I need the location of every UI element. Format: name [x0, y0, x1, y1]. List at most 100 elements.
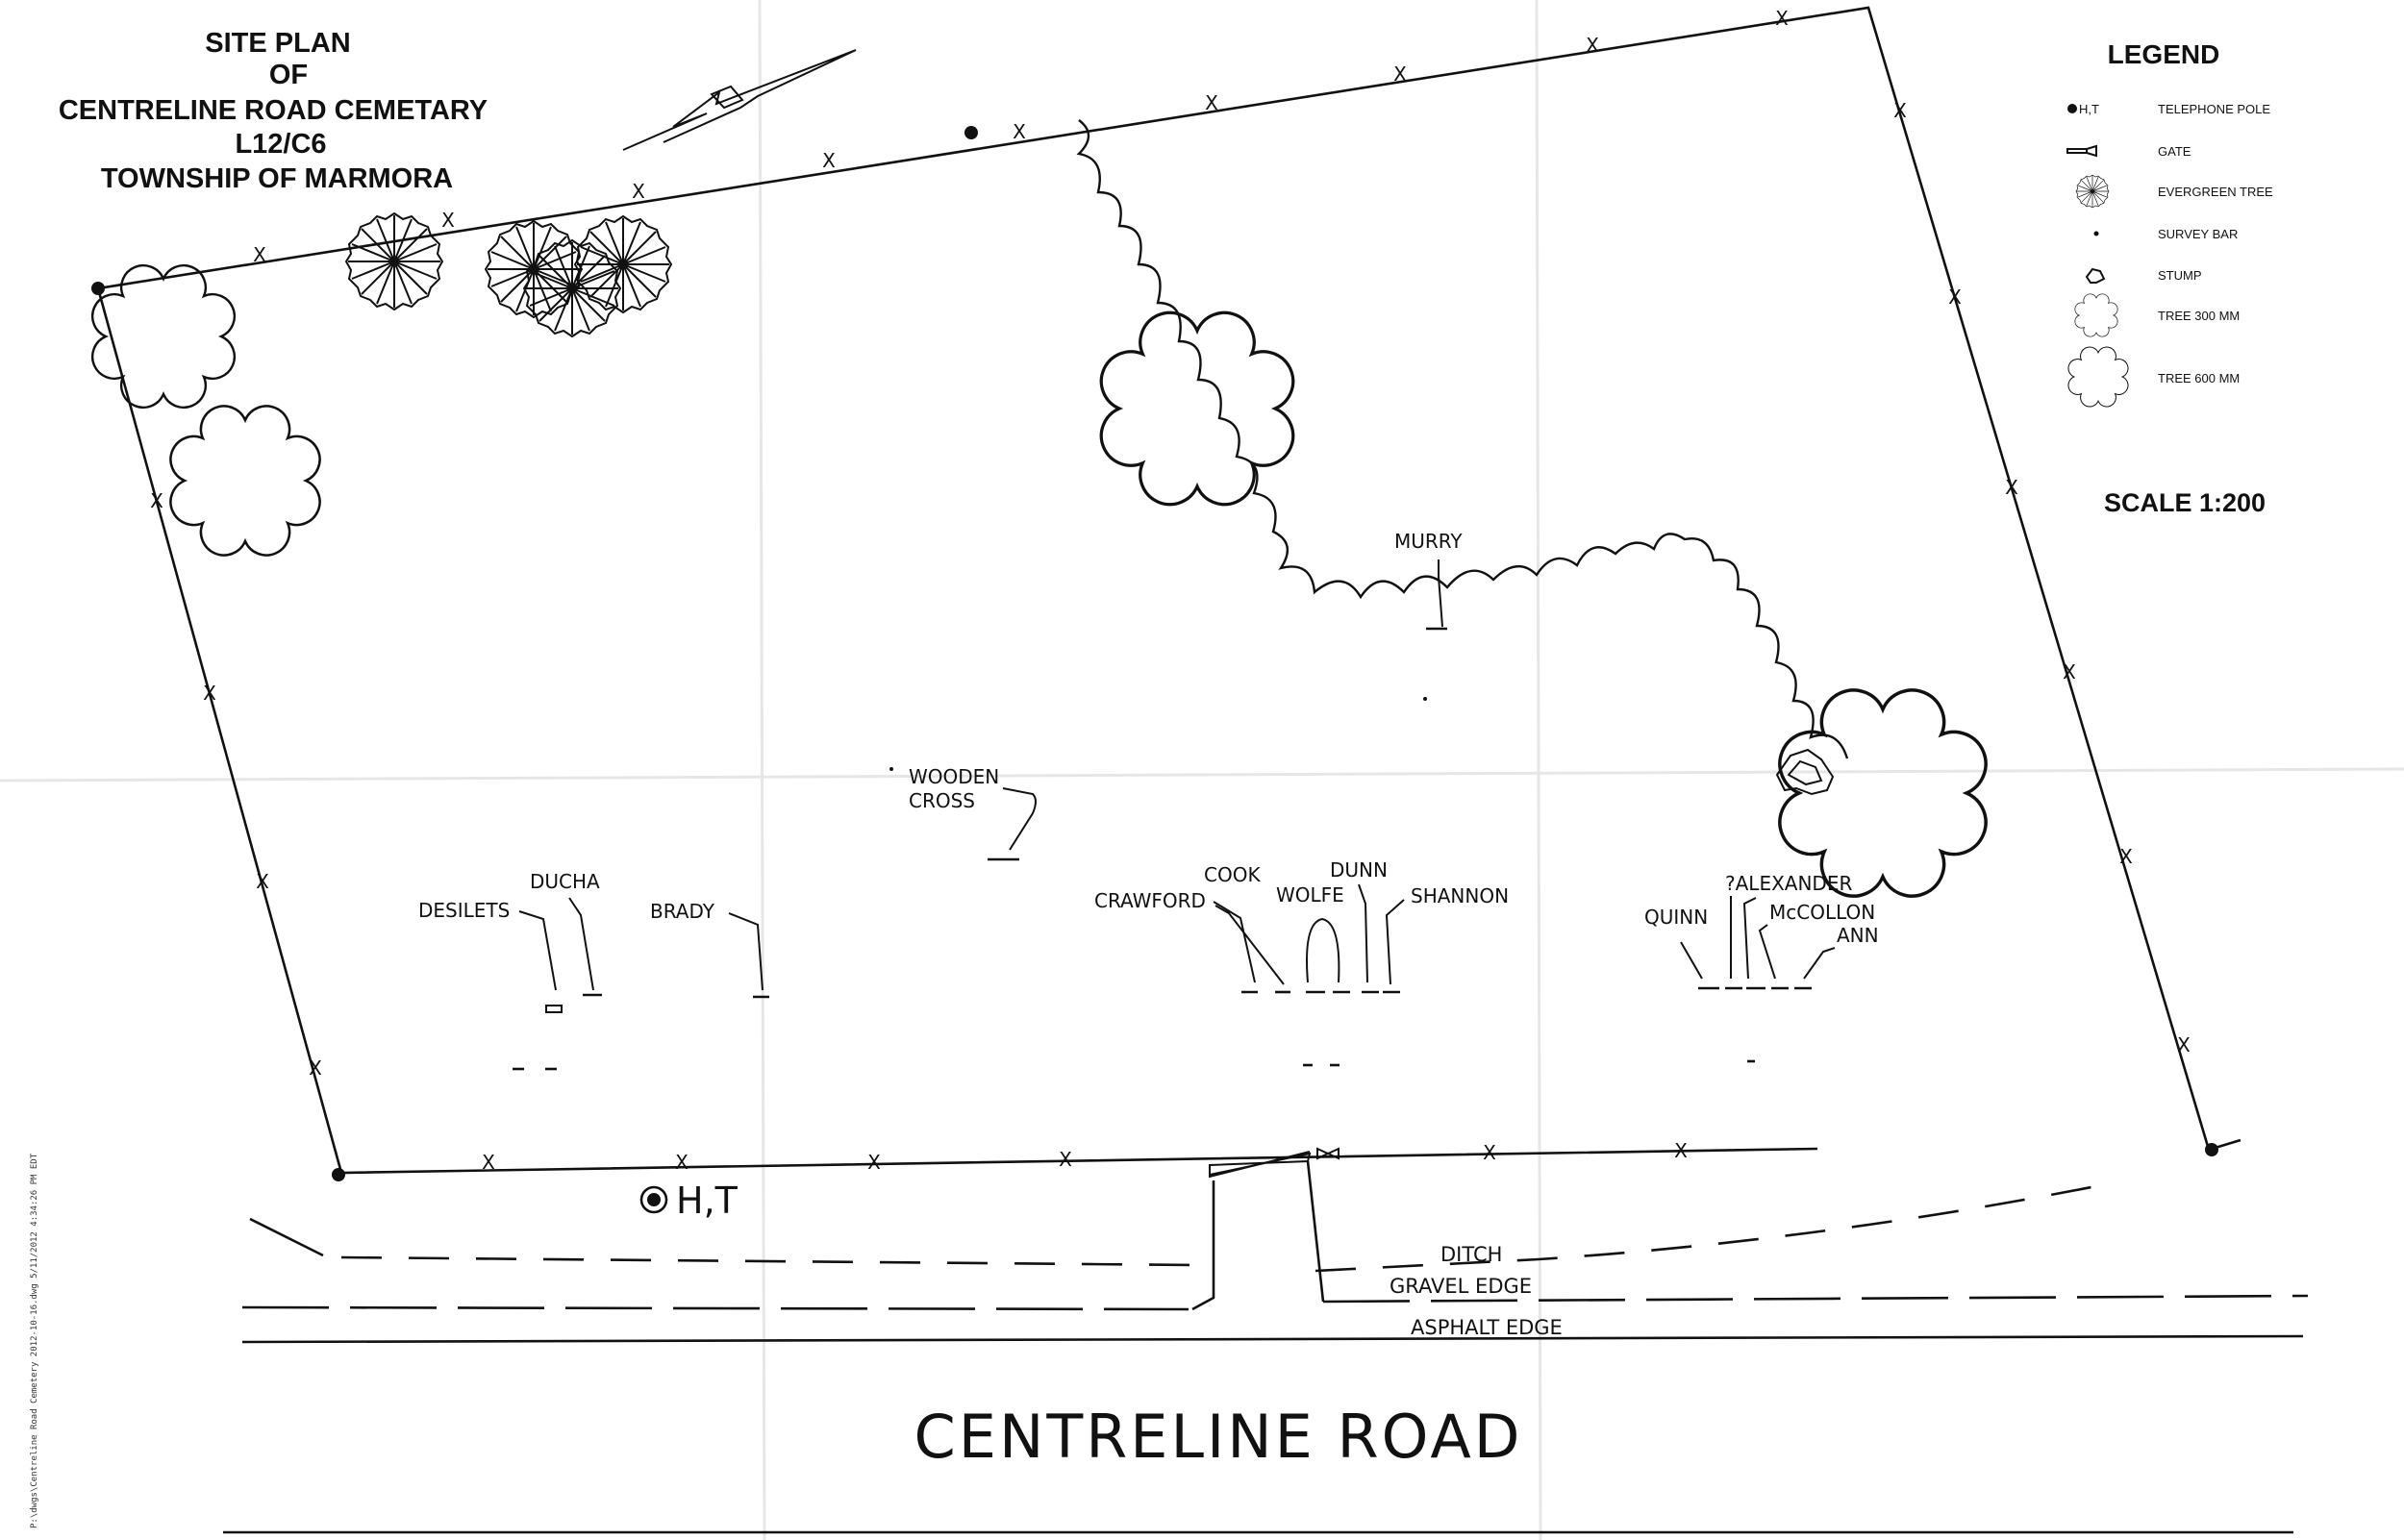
legend-code-ht: H,T [2079, 102, 2099, 116]
fence-x-marker: X [2063, 660, 2076, 683]
grave-label-quinn: QUINN [1644, 906, 1708, 929]
fence-x-marker: X [1483, 1141, 1496, 1164]
legend-label-survey-bar: SURVEY BAR [2158, 227, 2238, 241]
grave-label-murry: MURRY [1394, 530, 1463, 553]
grave-label-desilets: DESILETS [418, 899, 510, 922]
ditch-line-east [1315, 1180, 2116, 1273]
title-line-4: L12/C6 [235, 129, 326, 160]
fence-x-marker: X [867, 1151, 881, 1174]
survey-bar-icon [2093, 231, 2099, 236]
paper-crease [758, 0, 766, 1540]
grave-label-ann: ANN [1837, 924, 1879, 947]
stump-icon [2085, 267, 2106, 284]
driveway-west [1191, 1180, 1215, 1311]
fence-x-marker: X [1586, 34, 1599, 57]
legend-label-tree-300: TREE 300 MM [2158, 309, 2240, 323]
fence-x-marker: X [1893, 99, 1907, 122]
grave-label-dunn: DUNN [1330, 858, 1388, 882]
legend: LEGEND H,T TELEPHONE POLE GATE EVERGREEN… [2066, 39, 2273, 408]
tree-600-center [1099, 310, 1295, 507]
evergreen-tree-1 [344, 211, 444, 311]
tree-600-icon [2067, 346, 2129, 408]
asphalt-edge [241, 1334, 2304, 1344]
gravel-edge-label: GRAVEL EDGE [1390, 1275, 1532, 1298]
telephone-pole-label: H,T [676, 1180, 739, 1222]
evergreen-tree-4 [573, 214, 673, 314]
legend-item-tree-300: TREE 300 MM [2074, 293, 2240, 337]
scale-label: SCALE 1:200 [2104, 488, 2266, 517]
title-line-1: SITE PLAN [205, 28, 350, 59]
gate-icon [1209, 1147, 1340, 1179]
legend-item-gate: GATE [2066, 144, 2191, 159]
title-line-5: TOWNSHIP OF MARMORA [101, 163, 453, 194]
north-arrow-icon [622, 49, 857, 151]
fence-stub [2208, 1138, 2241, 1152]
survey-point-southwest [332, 1168, 345, 1181]
legend-item-stump: STUMP [2085, 267, 2202, 284]
legend-item-survey-bar: SURVEY BAR [2093, 227, 2238, 241]
telephone-pole-icon [2067, 104, 2077, 113]
road-edges: DITCH GRAVEL EDGE ASPHALT EDGE CENTRELIN… [223, 1160, 2309, 1534]
title-line-2: OF [269, 60, 308, 90]
fence-x-marker: X [256, 870, 269, 893]
legend-item-evergreen: EVERGREEN TREE [2075, 174, 2273, 209]
tree-300-icon [2074, 293, 2118, 337]
grave-label-alexander: ?ALEXANDER [1725, 872, 1852, 895]
paper-crease [1535, 0, 1542, 1540]
legend-label-gate: GATE [2158, 144, 2191, 159]
ditch-label: DITCH [1440, 1243, 1502, 1266]
fence-x-marker: X [1393, 62, 1407, 86]
legend-label-stump: STUMP [2158, 268, 2202, 283]
fence-x-marker: X [2005, 476, 2018, 499]
grave-label-crawford: CRAWFORD [1094, 889, 1206, 912]
fence-x-marker: X [2119, 845, 2133, 868]
gravel-edge-west [241, 1305, 1189, 1311]
fence-x-marker: X [632, 180, 645, 203]
fence-markers: X X X X X X X X X X X X X X X X X X X X … [150, 7, 2191, 1174]
stump-icon [1775, 748, 1835, 796]
grave-label-ducha: DUCHA [530, 870, 600, 893]
plot-file-path: P:\dwgs\Centreline Road Cemetery 2012-10… [30, 1153, 39, 1528]
fence-x-marker: X [1674, 1139, 1688, 1162]
fence-x-marker: X [1059, 1148, 1072, 1171]
telephone-pole: H,T [639, 1180, 739, 1222]
ditch-edge-west [249, 1217, 324, 1257]
grave-label-cross: CROSS [909, 789, 975, 812]
asphalt-edge-label: ASPHALT EDGE [1411, 1316, 1563, 1339]
woodland-edge [1076, 119, 1849, 759]
legend-label-telephone-pole: TELEPHONE POLE [2158, 102, 2270, 116]
evergreen-tree-3 [522, 238, 622, 338]
survey-bar-icon [1423, 697, 1427, 701]
telephone-pole-icon [639, 1185, 668, 1214]
paper-crease [0, 767, 2404, 782]
legend-item-telephone-pole: H,T TELEPHONE POLE [2067, 102, 2270, 116]
evergreen-tree-icon [2075, 174, 2110, 209]
fence-x-marker: X [309, 1056, 322, 1080]
title-line-3: CENTRELINE ROAD CEMETARY [59, 95, 488, 126]
grave-label-cook: COOK [1204, 863, 1261, 886]
graves: MURRY WOODEN CROSS DUCHA DESILETS BRADY … [418, 530, 1879, 1071]
fence-x-marker: X [675, 1151, 689, 1174]
legend-label-evergreen: EVERGREEN TREE [2158, 185, 2273, 199]
fence-x-marker: X [1775, 7, 1789, 30]
gravel-edge-east [1322, 1294, 2309, 1304]
fence-x-marker: X [150, 489, 163, 512]
grave-label-wooden: WOODEN [909, 765, 999, 788]
driveway-east [1306, 1160, 1325, 1303]
fence-x-marker: X [1205, 91, 1218, 114]
legend-title: LEGEND [2108, 39, 2220, 69]
gate-icon [2066, 144, 2097, 158]
fence-x-marker: X [822, 149, 836, 172]
survey-point-north [964, 126, 978, 139]
ditch-line-west [340, 1255, 1193, 1267]
fence-x-marker: X [203, 682, 216, 705]
plan-title: SITE PLAN OF CENTRELINE ROAD CEMETARY L1… [59, 28, 488, 194]
fence-x-marker: X [1948, 286, 1962, 309]
fence-x-marker: X [441, 209, 455, 232]
legend-label-tree-600: TREE 600 MM [2158, 371, 2240, 385]
survey-point-northwest [91, 282, 105, 295]
grave-label-shannon: SHANNON [1411, 884, 1509, 907]
grave-label-wolfe: WOLFE [1276, 883, 1344, 907]
fence-x-marker: X [253, 243, 266, 266]
